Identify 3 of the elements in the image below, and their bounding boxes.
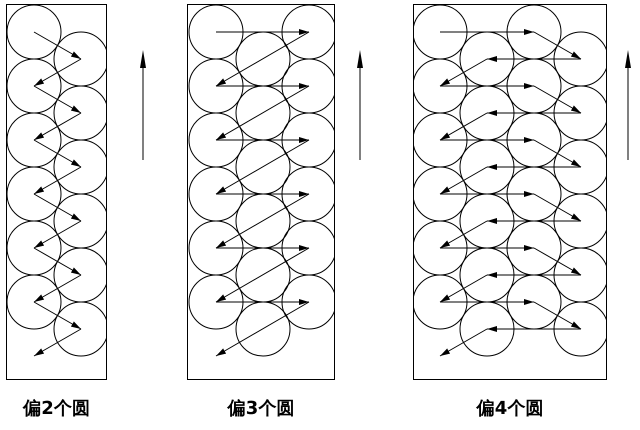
panel-caption: 偏4个圆 [476,397,544,420]
panel-caption: 偏3个圆 [228,397,294,420]
panel-caption: 偏2个圆 [23,397,90,420]
